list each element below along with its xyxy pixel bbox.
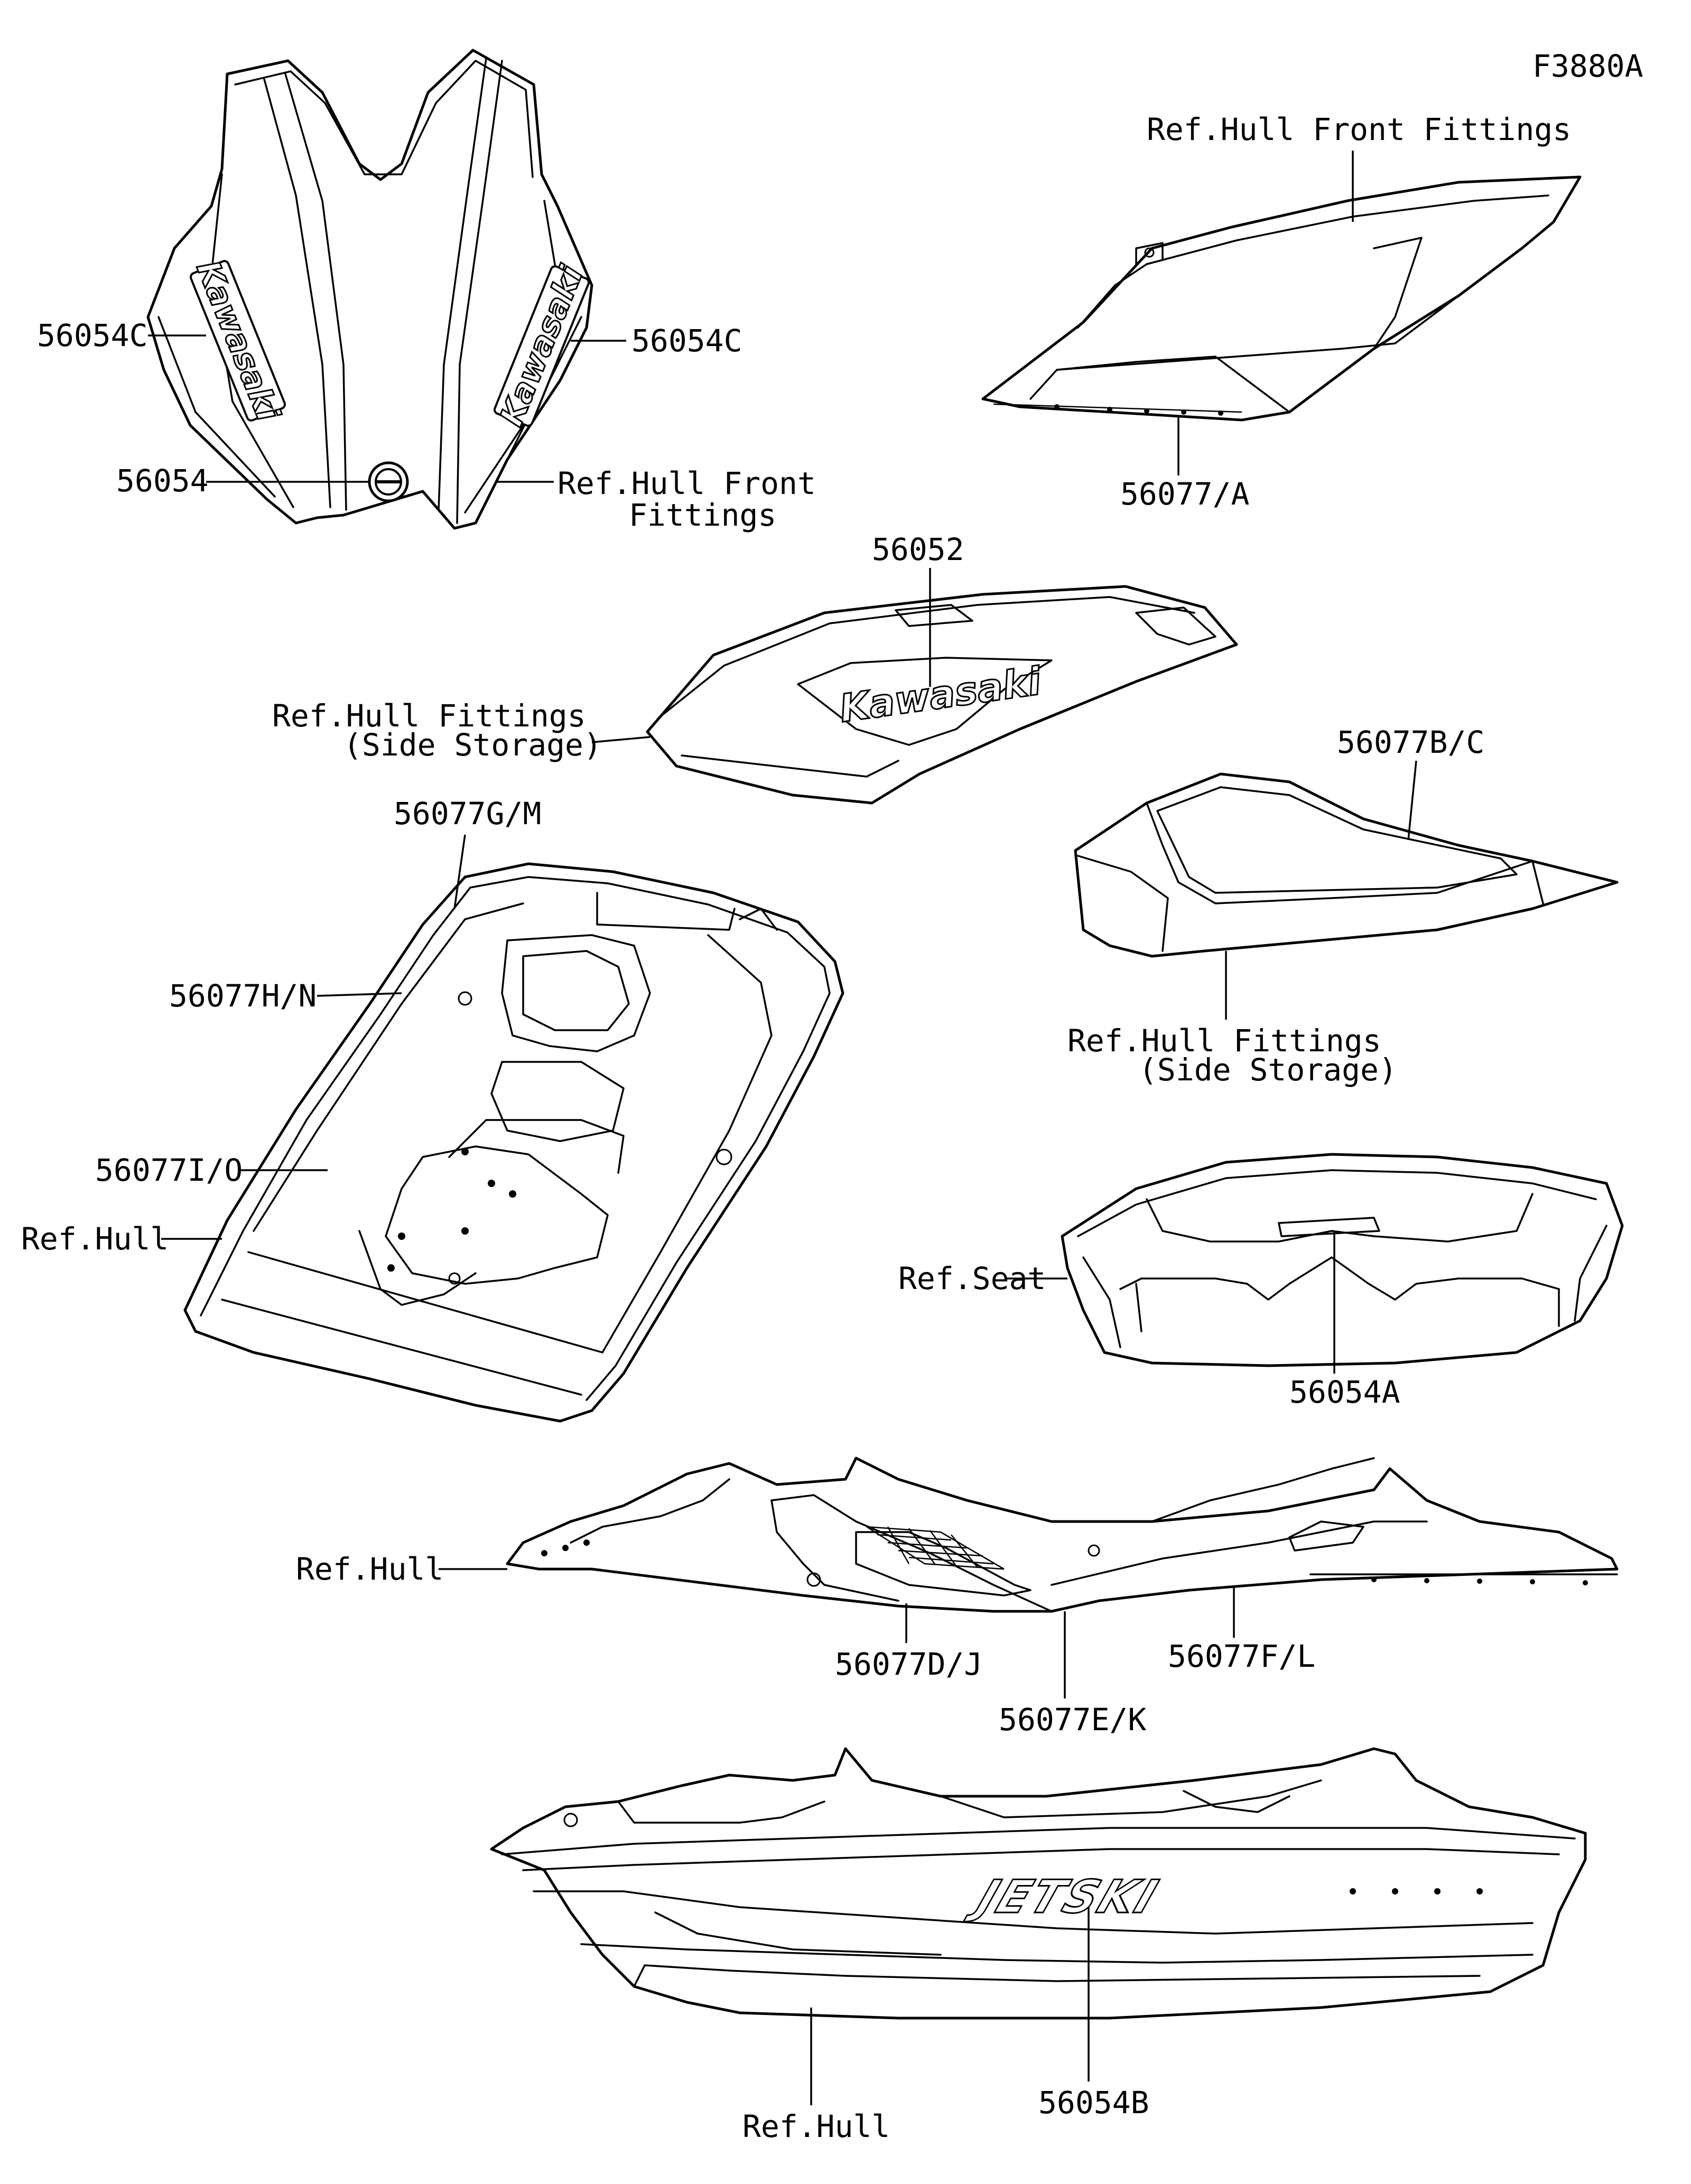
front-cover-part: Kawasaki Kawasaki (146, 49, 593, 530)
label-hull-front-fittings-top: Ref.Hull Front Fittings (1147, 111, 1571, 147)
hull-front-fitting-part (981, 175, 1582, 422)
label-56077FL: 56077F/L (1168, 1638, 1315, 1674)
label-56077IO: 56077I/O (95, 1152, 243, 1188)
label-side-storage-right-b: (Side Storage) (1139, 1052, 1397, 1088)
vent-grille (866, 1526, 1005, 1570)
seat-part (1061, 1153, 1624, 1367)
label-ref-hull-deck: Ref.Hull (21, 1221, 169, 1257)
hull-full-side-part: JETSKI (490, 1747, 1587, 2020)
label-56077GM: 56077G/M (394, 796, 541, 832)
hull-deck-part (183, 862, 844, 1423)
label-56054B: 56054B (1038, 2085, 1149, 2121)
label-side-storage-right-a: Ref.Hull Fittings (1067, 1023, 1381, 1059)
label-56077HN: 56077H/N (169, 978, 317, 1014)
label-56077EK: 56077E/K (999, 1702, 1146, 1738)
hull-side-upper-part (506, 1457, 1619, 1613)
label-56052: 56052 (872, 531, 964, 567)
jetski-decal: JETSKI (962, 1870, 1167, 1924)
label-56054A: 56054A (1289, 1374, 1400, 1410)
label-56054: 56054 (116, 463, 209, 499)
label-ref-hull-bottom: Ref.Hull (742, 2108, 890, 2144)
svg-text:JETSKI: JETSKI (963, 1871, 1166, 1924)
label-side-storage-left-a: Ref.Hull Fittings (272, 698, 586, 734)
side-storage-lid-part: Kawasaki (646, 585, 1238, 805)
label-ref-hull-side: Ref.Hull (296, 1551, 443, 1587)
label-hull-front-fittings-a: Ref.Hull Front (558, 465, 816, 501)
label-hull-front-fittings-b: Fittings (629, 497, 776, 533)
side-storage-right-part (1074, 772, 1619, 958)
label-56054C-right: 56054C (631, 323, 742, 359)
label-56077A: 56077/A (1120, 476, 1249, 512)
label-56054C-left: 56054C (37, 318, 148, 353)
label-side-storage-left-b: (Side Storage) (343, 727, 602, 763)
label-56077BC: 56077B/C (1337, 724, 1484, 760)
label-56077DJ: 56077D/J (835, 1646, 982, 1682)
figure-code: F3880A (1532, 48, 1643, 84)
round-badge-decal (368, 461, 409, 502)
